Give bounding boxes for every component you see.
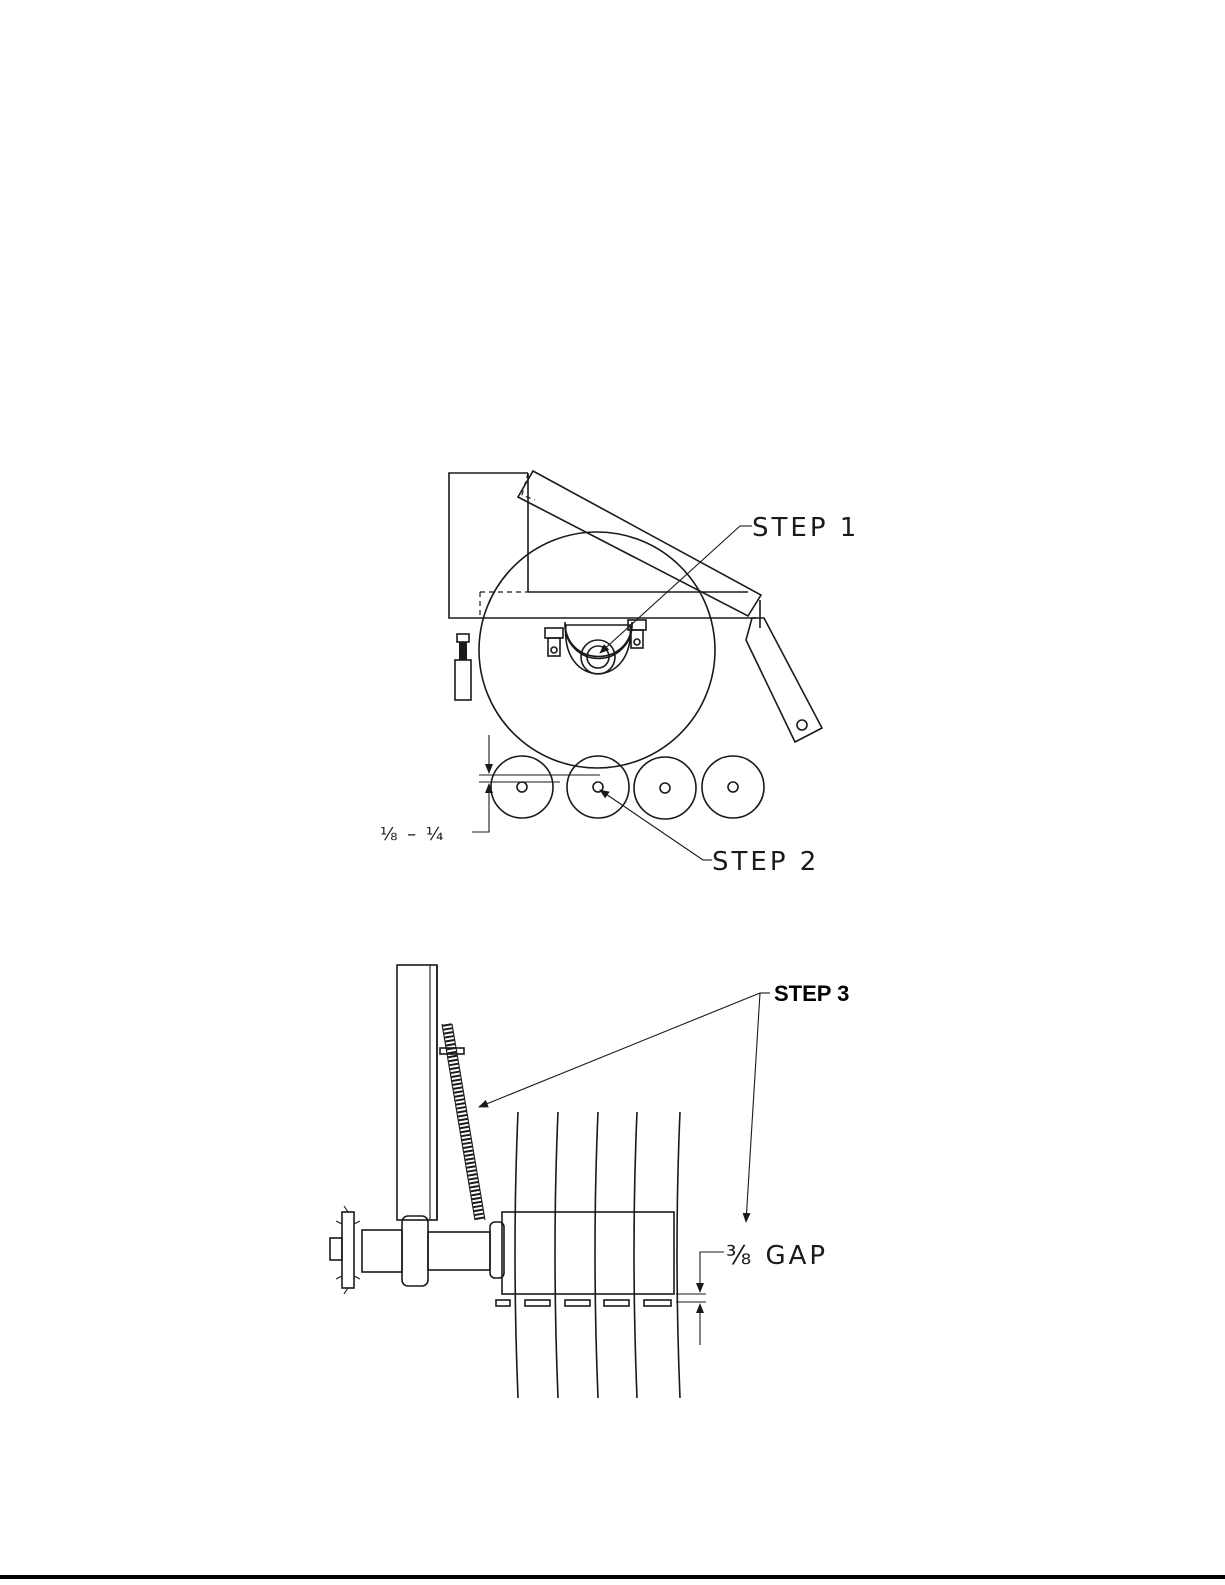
roller-3 [634,757,696,819]
hub-bolt-left [545,628,563,656]
adjustment-screw-post [455,634,471,700]
step-1-label: STEP 1 [752,513,859,543]
tine-1 [515,1112,518,1398]
bearing-hub [565,622,632,674]
roller-1 [491,756,553,818]
threaded-rod [440,1024,485,1220]
figure-1-side-view: ⅛ – ¼ STEP 1 STEP 2 [380,471,859,877]
roller-2 [567,756,629,818]
clearance-label: ⅛ – ¼ [380,824,445,845]
frame-plate [397,965,437,1220]
drive-shaft [362,1216,504,1286]
tine-3 [595,1112,598,1398]
page-bottom-rule [0,1575,1225,1579]
sloped-shield [518,471,761,616]
support-bracket-arm [746,600,822,742]
stripper-bars [496,1300,671,1306]
sprocket [330,1206,360,1294]
reel-body [502,1212,674,1294]
tine-5 [677,1112,680,1398]
gap-dimension [676,1252,724,1345]
figure-2-top-view: ⅜ GAP STEP 3 [330,965,849,1398]
step-1-leader [600,526,752,653]
step-3-label: STEP 3 [774,981,849,1006]
reel-circle [479,532,715,768]
tine-4 [634,1112,637,1398]
tine-2 [555,1112,558,1398]
step-2-label: STEP 2 [712,847,819,877]
step-3-leaders [479,993,770,1222]
roller-4 [702,756,764,818]
gap-label: ⅜ GAP [726,1241,828,1271]
step-2-leader [600,790,712,860]
